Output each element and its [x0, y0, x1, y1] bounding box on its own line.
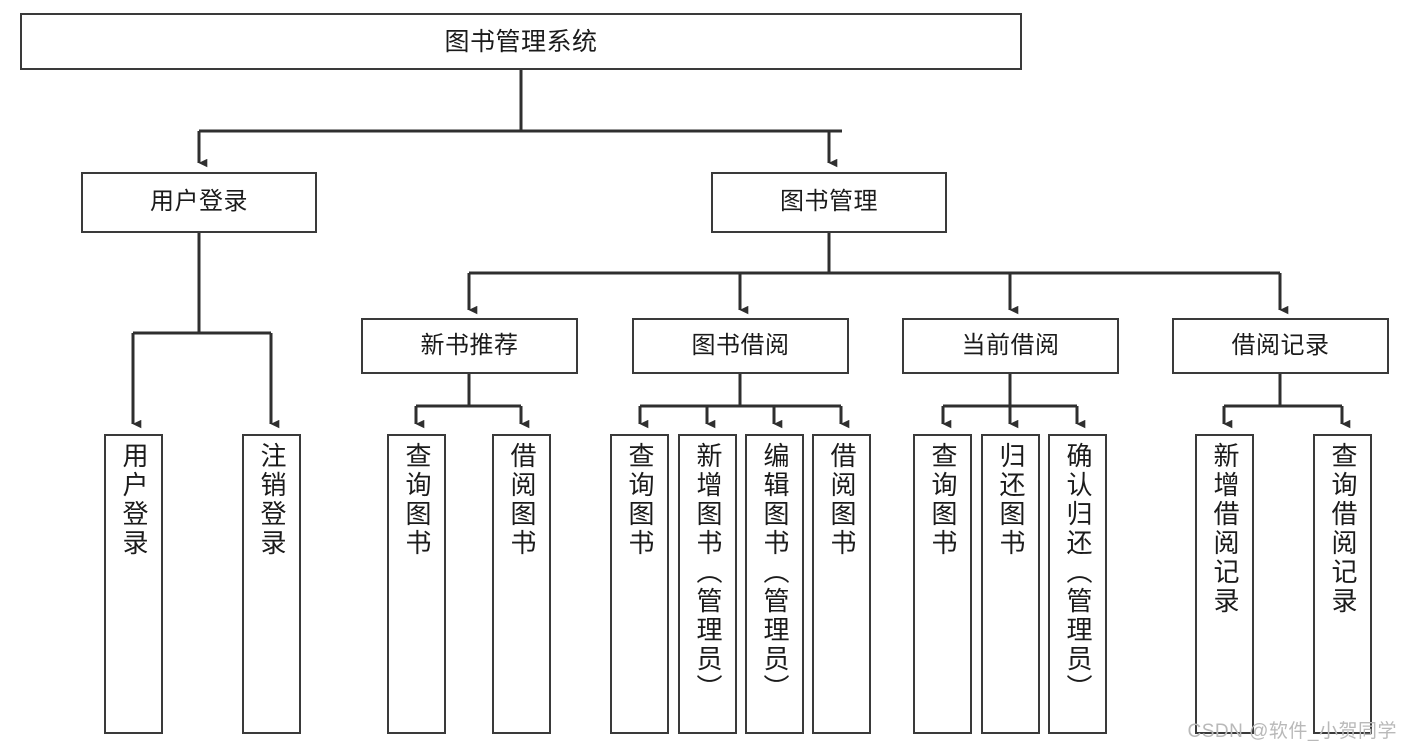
- node-label: 借阅记录: [1231, 331, 1330, 359]
- node-label: 图书管理: [780, 188, 878, 216]
- leaf-return-book[interactable]: 归还图书: [981, 434, 1040, 734]
- node-borrow-record[interactable]: 借阅记录: [1172, 318, 1389, 374]
- node-label: 图书借阅: [691, 331, 790, 359]
- node-label: 编辑图书（管理员）: [760, 442, 791, 703]
- node-label: 新书推荐: [420, 331, 519, 359]
- leaf-user-login[interactable]: 用户登录: [104, 434, 163, 734]
- node-label: 查询图书: [402, 442, 433, 558]
- node-label: 查询借阅记录: [1328, 442, 1359, 616]
- leaf-add-book[interactable]: 新增图书（管理员）: [678, 434, 737, 734]
- node-user-login[interactable]: 用户登录: [81, 172, 317, 233]
- node-label: 用户登录: [119, 442, 150, 558]
- node-current-borrow[interactable]: 当前借阅: [902, 318, 1119, 374]
- leaf-query-book-current[interactable]: 查询图书: [913, 434, 972, 734]
- leaf-confirm-return[interactable]: 确认归还（管理员）: [1048, 434, 1107, 734]
- node-book-borrow[interactable]: 图书借阅: [632, 318, 849, 374]
- node-label: 查询图书: [625, 442, 656, 558]
- node-label: 注销登录: [257, 442, 288, 558]
- node-label: 当前借阅: [961, 331, 1060, 359]
- node-label: 图书管理系统: [444, 27, 598, 56]
- node-label: 确认归还（管理员）: [1063, 442, 1094, 703]
- node-book-management[interactable]: 图书管理: [711, 172, 947, 233]
- node-new-book-recommend[interactable]: 新书推荐: [361, 318, 578, 374]
- node-label: 用户登录: [150, 188, 248, 216]
- node-label: 借阅图书: [507, 442, 538, 558]
- leaf-query-book-borrow[interactable]: 查询图书: [610, 434, 669, 734]
- node-label: 新增借阅记录: [1210, 442, 1241, 616]
- leaf-query-book-recommend[interactable]: 查询图书: [387, 434, 446, 734]
- leaf-borrow-book[interactable]: 借阅图书: [812, 434, 871, 734]
- csdn-watermark: CSDN @软件_小贺同学: [1187, 721, 1397, 742]
- node-label: 归还图书: [996, 442, 1027, 558]
- leaf-edit-book[interactable]: 编辑图书（管理员）: [745, 434, 804, 734]
- node-label: 新增图书（管理员）: [693, 442, 724, 703]
- leaf-borrow-book-recommend[interactable]: 借阅图书: [492, 434, 551, 734]
- node-book-management-system[interactable]: 图书管理系统: [20, 13, 1022, 70]
- node-label: 查询图书: [928, 442, 959, 558]
- leaf-query-borrow-record[interactable]: 查询借阅记录: [1313, 434, 1372, 734]
- leaf-logout-login[interactable]: 注销登录: [242, 434, 301, 734]
- node-label: 借阅图书: [827, 442, 858, 558]
- leaf-add-borrow-record[interactable]: 新增借阅记录: [1195, 434, 1254, 734]
